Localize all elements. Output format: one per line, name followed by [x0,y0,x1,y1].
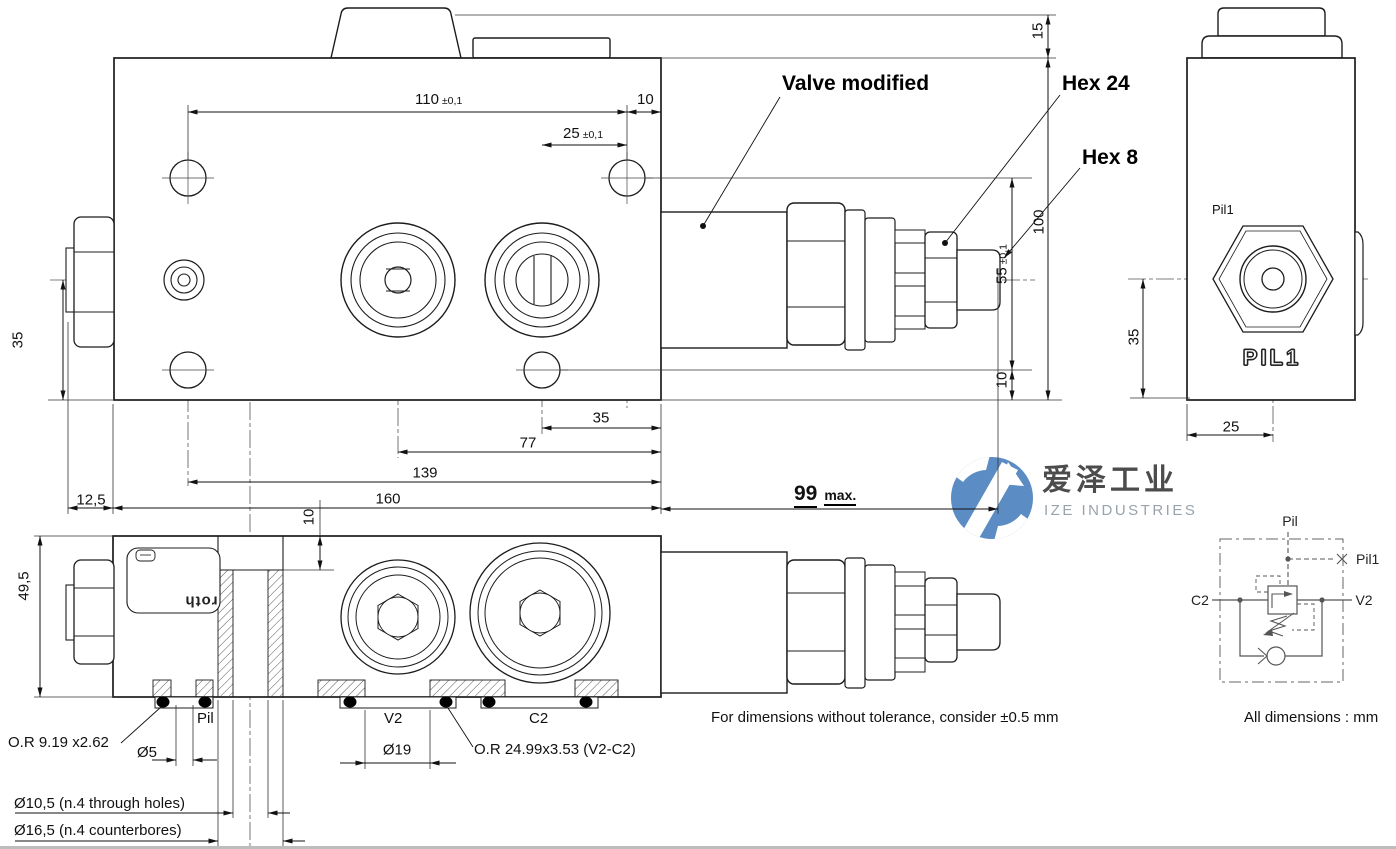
dim-49-5: 49,5 [15,571,33,601]
sch-c2-label: C2 [1191,592,1209,608]
dim-100: 100 [1030,209,1048,235]
dim-15: 15 [1029,22,1047,40]
dim-10-top: 10 [637,91,654,108]
sch-v2-label: V2 [1355,592,1373,608]
hex8-label: Hex 8 [1082,146,1139,169]
pil1-port-label: Pil1 [1212,202,1234,217]
tolerance-note: For dimensions without tolerance, consid… [711,709,1059,726]
dim-10-pocket: 10 [300,508,318,526]
dim-35-left: 35 [9,331,27,349]
rv-dim-35: 35 [1125,328,1143,346]
dimension-lines [15,15,1273,844]
dim-35-chain: 35 [592,409,610,427]
image-bottom-edge [0,846,1396,849]
dia165-label: Ø16,5 (n.4 counterbores) [14,822,182,839]
right-view [1186,7,1364,401]
watermark-cn-text: 爱泽工业 [1042,464,1178,497]
sch-pil1-label: Pil1 [1356,551,1380,567]
dim-10-right: 10 [993,371,1011,389]
leader-lines [120,94,1081,748]
extension-lines [34,14,1190,846]
pil-port-label: Pil [197,710,214,727]
dim-160: 160 [375,490,401,508]
dim-77: 77 [519,434,537,452]
watermark-en-text: IZE INDUSTRIES [1044,502,1198,519]
oring-small-label: O.R 9.19 x2.62 [8,734,109,751]
units-note: All dimensions : mm [1244,709,1379,726]
dim-110: 110±0,1 [415,91,463,108]
top-view [65,7,1001,401]
dia19-label: Ø19 [382,741,412,759]
dia105-label: Ø10,5 (n.4 through holes) [14,795,185,812]
roth-logo-text: roth [184,592,218,610]
dim-55: 55±0,1 [993,243,1011,285]
dim-139: 139 [412,464,438,482]
dia5-label: Ø5 [137,744,158,761]
dim-12-5: 12,5 [76,491,106,509]
ize-logo-icon [951,457,1033,539]
c2-port-label: C2 [529,710,549,727]
rv-dim-25: 25 [1222,418,1240,436]
dim-25: 25±0,1 [563,125,604,142]
lower-view [65,535,1001,709]
oring-large-label: O.R 24.99x3.53 (V2-C2) [474,741,636,758]
hydraulic-schematic [1212,532,1352,683]
pil1-engraved-text: PIL1 [1242,345,1302,370]
hex24-label: Hex 24 [1062,72,1130,95]
valve-modified-label: Valve modified [782,72,930,95]
sch-pil-label: Pil [1282,513,1298,529]
v2-port-label: V2 [384,710,403,727]
